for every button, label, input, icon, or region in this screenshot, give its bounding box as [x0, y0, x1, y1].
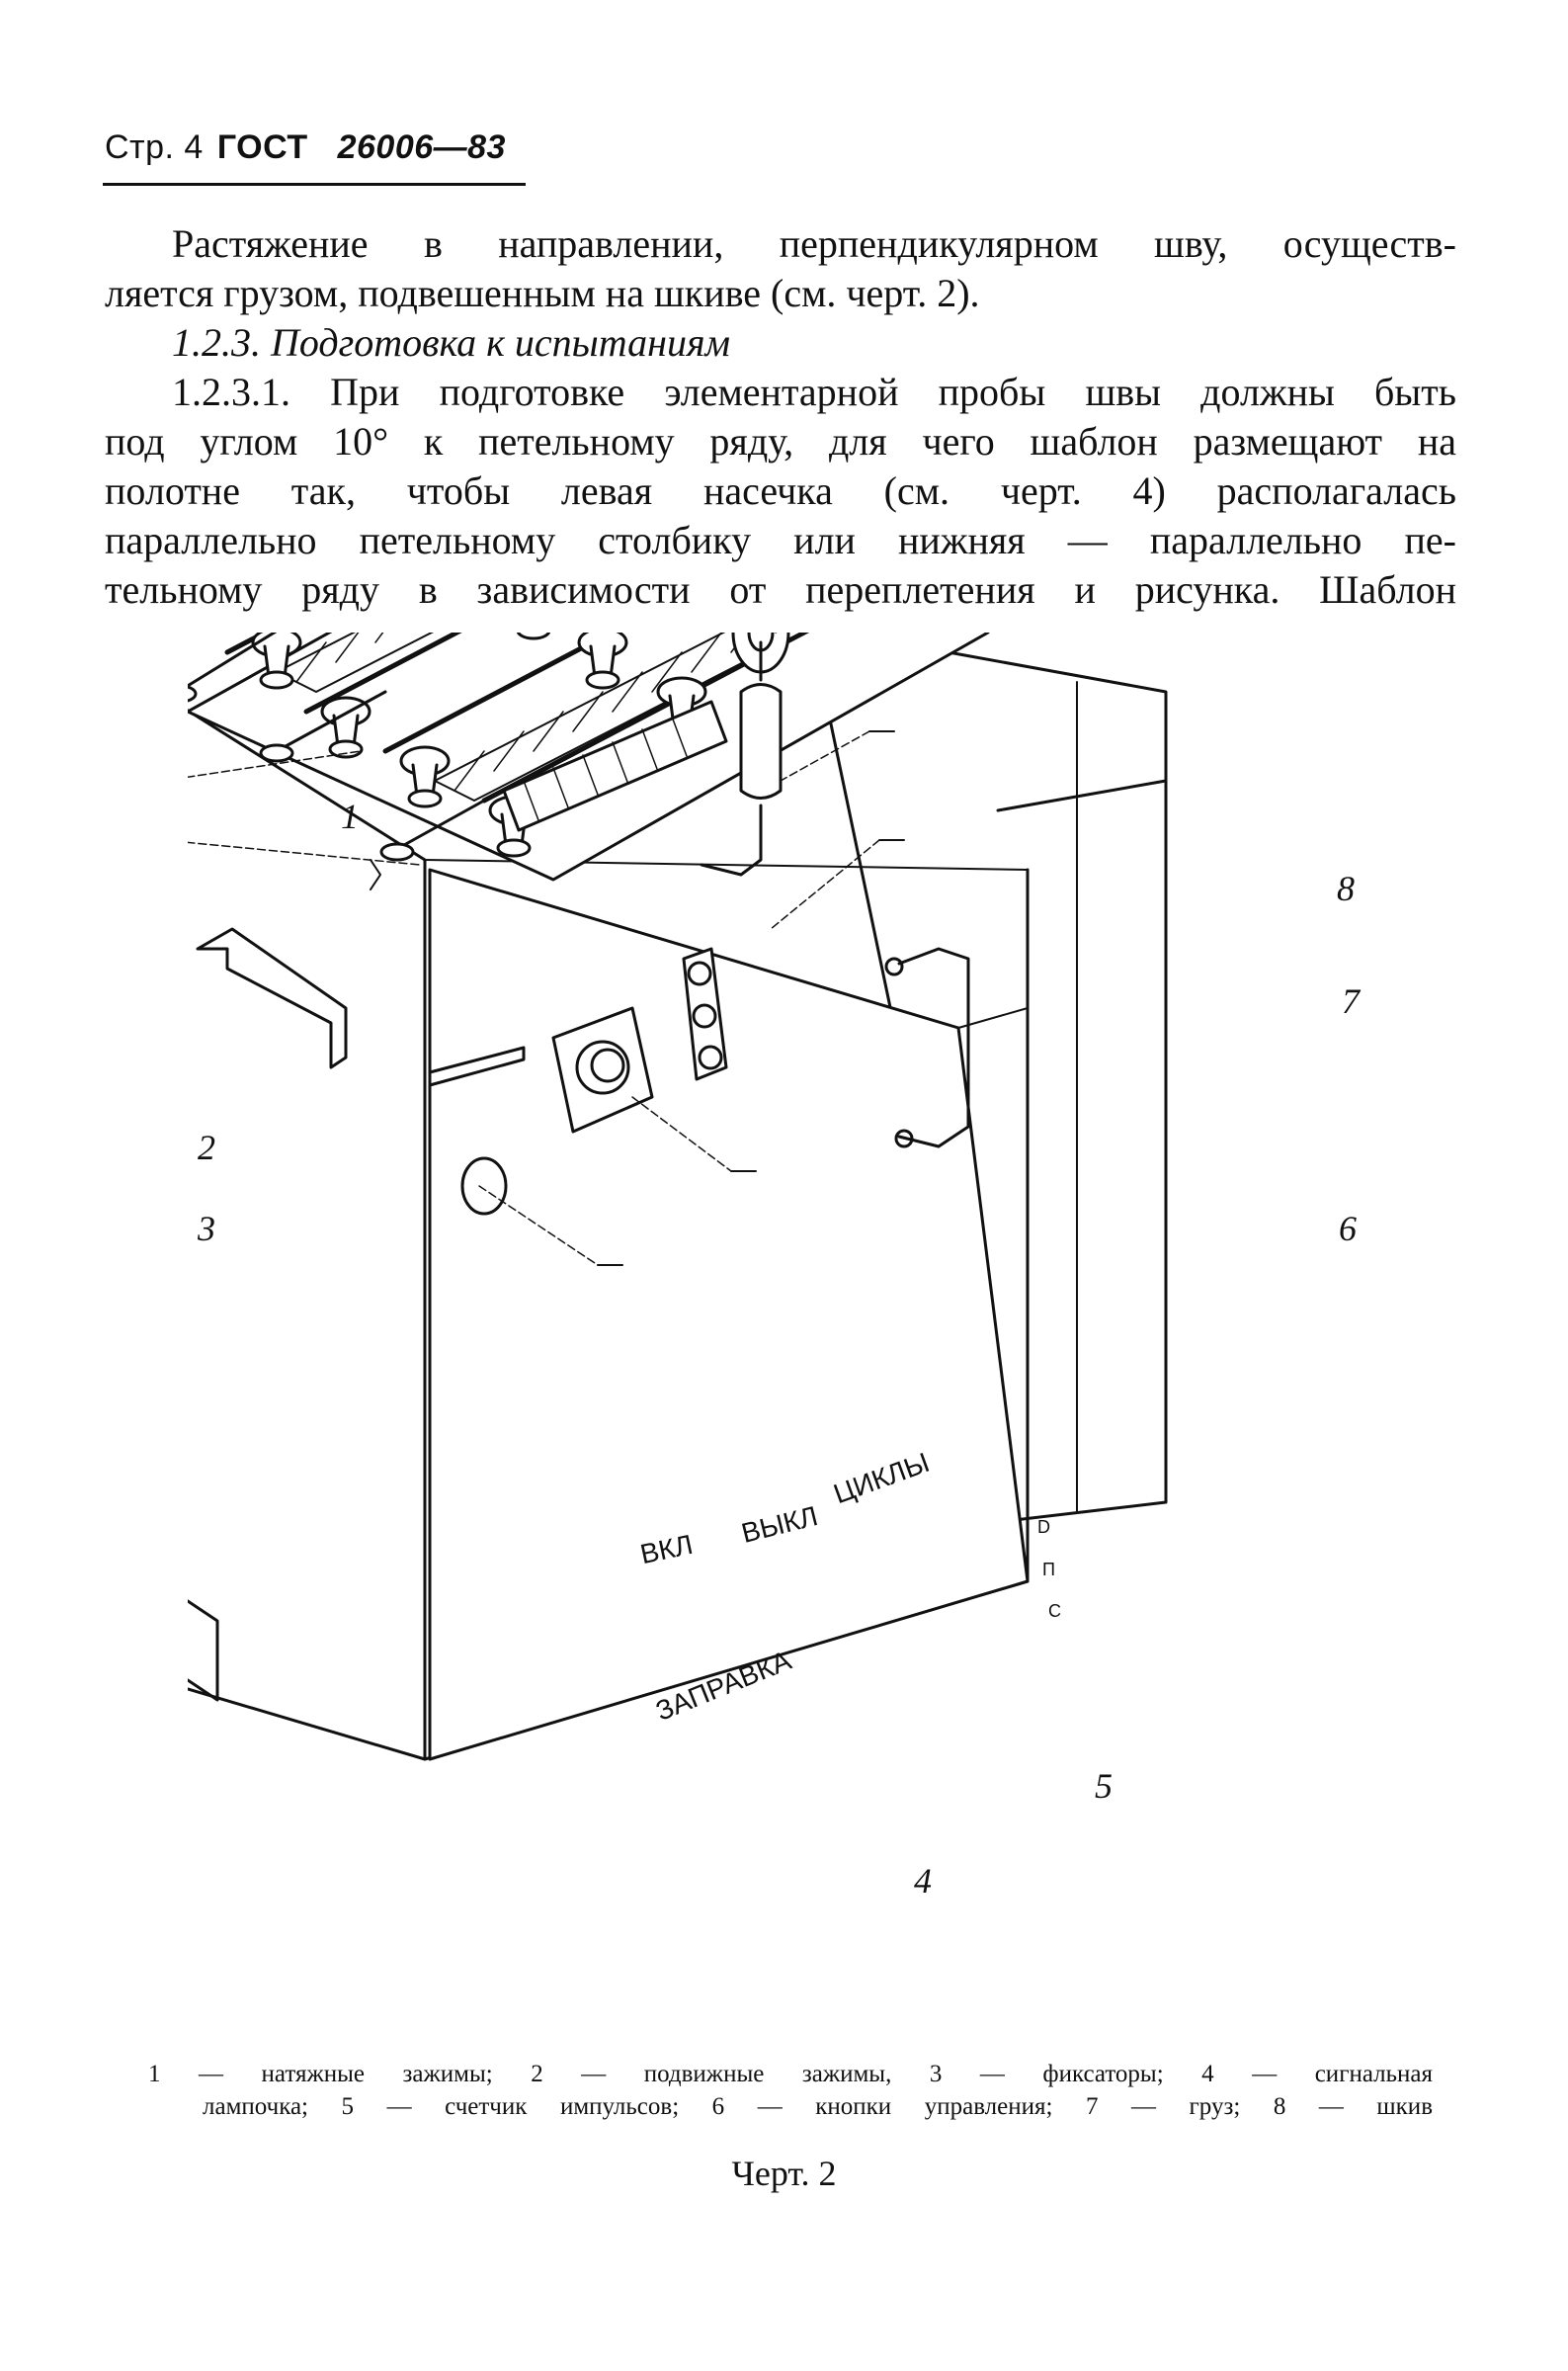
standard-label: ГОСТ	[216, 128, 308, 166]
callout-number: 3	[198, 1209, 215, 1248]
page-number: Стр. 4	[105, 128, 204, 166]
paragraph-line: полотне так, чтобы левая насечка (см. че…	[105, 468, 1456, 513]
page-header: Стр. 4 ГОСТ 26006—83	[105, 128, 506, 167]
side-handle	[196, 927, 348, 1069]
control-panel	[428, 868, 1030, 1761]
paragraph-line: тельному ряду в зависимости от переплете…	[105, 567, 1456, 612]
caption-line: 1 — натяжные зажимы; 2 — подвижные зажим…	[148, 2061, 1433, 2087]
callout-number: 7	[1342, 981, 1360, 1021]
paragraph-line: под углом 10° к петельному ряду, для чег…	[105, 419, 1456, 464]
paragraph-line: 1.2.3.1. При подготовке элементарной про…	[172, 370, 1456, 414]
figure-caption: 1 — натяжные зажимы; 2 — подвижные зажим…	[148, 2058, 1433, 2123]
control-button	[687, 961, 712, 986]
weight	[739, 683, 783, 800]
header-rule	[103, 183, 526, 186]
paragraph-line: параллельно петельному столбику или нижн…	[105, 518, 1456, 562]
paragraph-line: ляется грузом, подвешенным на шкиве (см.…	[105, 271, 980, 315]
callout-number: 8	[1337, 869, 1355, 908]
standard-number: 26006—83	[337, 128, 506, 166]
control-button	[692, 1003, 717, 1029]
callout-number: 1	[341, 797, 359, 836]
body-text: Растяжение в направлении, перпендикулярн…	[105, 219, 1456, 615]
callout-number: 4	[914, 1861, 932, 1901]
figure-label: Черт. 2	[731, 2154, 837, 2193]
caption-line: лампочка; 5 — счетчик импульсов; 6 — кно…	[203, 2093, 1433, 2120]
button-letter: C	[1048, 1601, 1061, 1621]
paragraph-line: Растяжение в направлении, перпендикулярн…	[172, 221, 1456, 266]
on-off-slot	[428, 1046, 526, 1087]
right-handle	[897, 947, 970, 1148]
tension-lever	[188, 633, 486, 862]
button-letter: Π	[1042, 1560, 1055, 1579]
machine-drawing	[188, 633, 1168, 1761]
callout-number: 2	[198, 1128, 215, 1167]
control-button	[698, 1045, 723, 1070]
signal-lamp	[460, 1156, 508, 1216]
callout-number: 5	[1095, 1766, 1113, 1806]
section-heading: 1.2.3. Подготовка к испытаниям	[105, 318, 1456, 368]
button-letter: D	[1037, 1517, 1050, 1537]
section-heading-text: 1.2.3. Подготовка к испытаниям	[172, 320, 731, 365]
callout-number: 6	[1339, 1209, 1357, 1248]
